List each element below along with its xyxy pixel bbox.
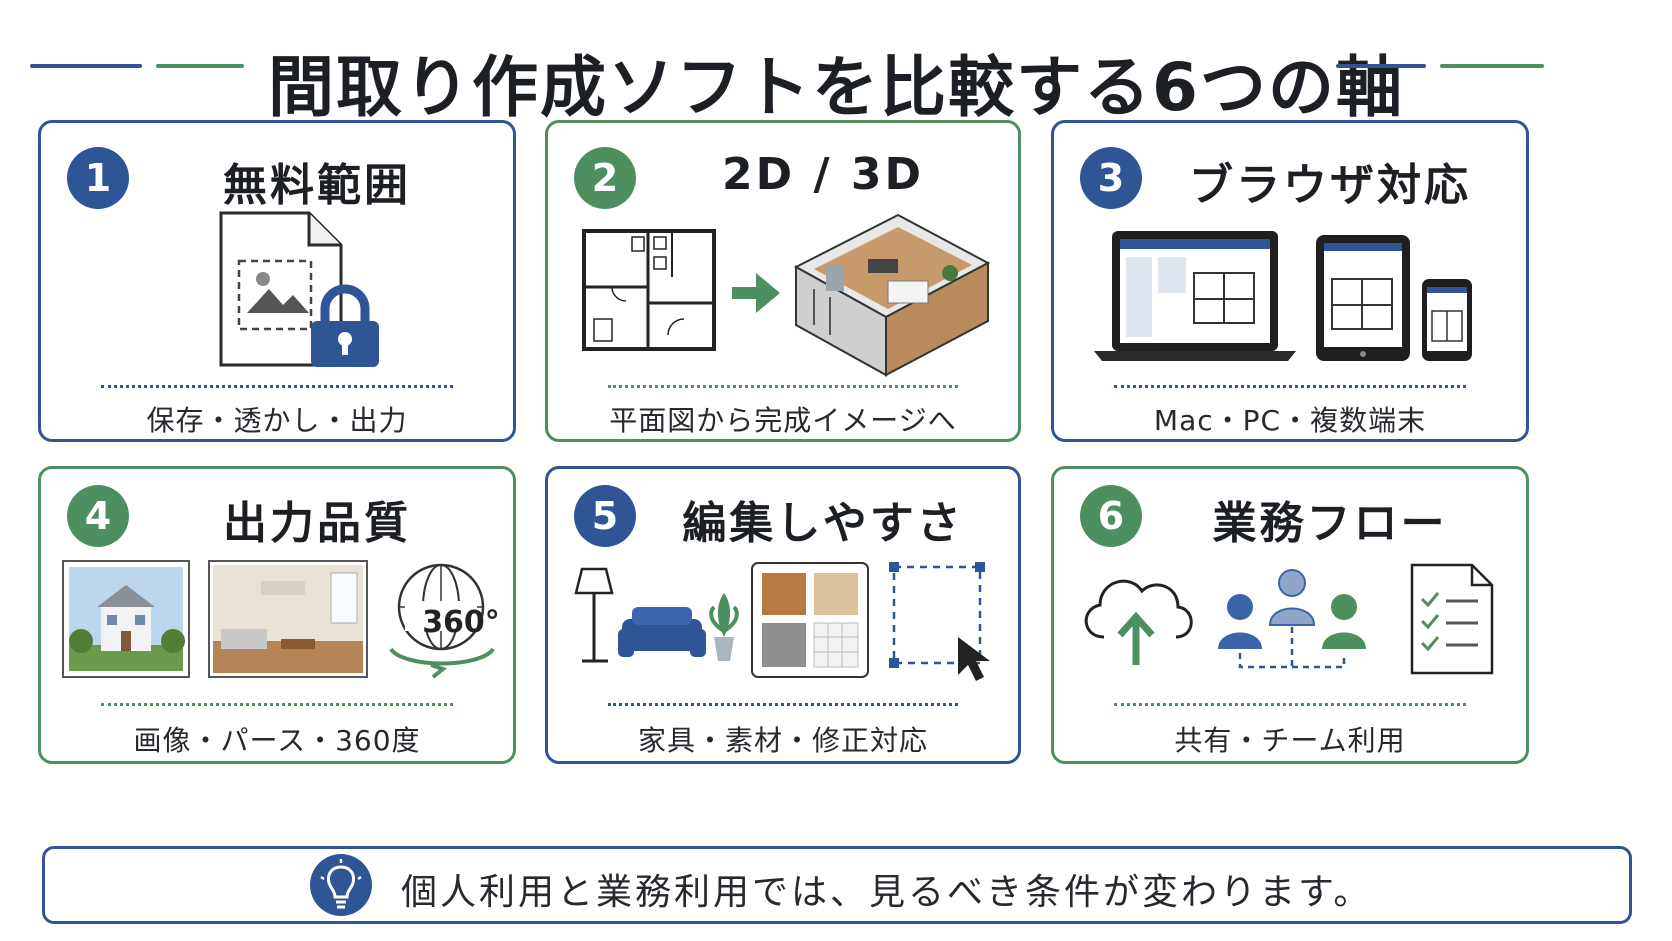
card-subtitle: 平面図から完成イメージへ xyxy=(609,404,957,437)
cloud-upload-icon xyxy=(1084,579,1193,665)
card-business-flow: 6 業務フロー 共有・チーム利用 xyxy=(1051,466,1529,764)
badge-360-label: 360° xyxy=(422,605,500,640)
footer-text: 個人利用と業務利用では、見るべき条件が変わります。 xyxy=(401,872,1373,913)
material-swatches-icon xyxy=(751,562,869,678)
interior-render-icon xyxy=(208,560,368,678)
panorama-360-icon xyxy=(389,563,495,679)
card-2d-3d: 2 2D / 3D xyxy=(545,120,1021,442)
room-3d-icon xyxy=(793,213,991,377)
lightbulb-icon xyxy=(310,854,372,916)
card-subtitle: 保存・透かし・出力 xyxy=(146,404,408,437)
house-render-icon xyxy=(62,560,190,678)
render-output-icon xyxy=(62,560,495,679)
laptop-icon xyxy=(1094,231,1296,361)
card-number-badge: 1 xyxy=(67,147,129,209)
title-line-left-blue xyxy=(30,64,142,68)
card-title: 編集しやすさ xyxy=(682,498,964,549)
card-title: 2D / 3D xyxy=(722,149,924,200)
card-free-range: 1 無料範囲 保存・透かし・出力 xyxy=(38,120,516,442)
dotted-divider xyxy=(1114,703,1466,706)
editing-tools-icon xyxy=(574,562,990,681)
card-subtitle: 画像・パース・360度 xyxy=(133,724,421,757)
page-title: 間取り作成ソフトを比較する6つの軸 xyxy=(268,49,1404,126)
team-members-icon xyxy=(1218,569,1366,669)
card-number-badge: 4 xyxy=(67,485,129,547)
floorplan-to-3d-room-icon xyxy=(582,213,991,377)
title-row: 間取り作成ソフトを比較する6つの軸 xyxy=(0,22,1672,126)
tablet-icon xyxy=(1316,235,1410,361)
card-number-badge: 3 xyxy=(1080,147,1142,209)
card-ease-of-editing: 5 編集しやすさ xyxy=(545,466,1021,764)
title-line-right-green xyxy=(1440,64,1544,68)
card-subtitle: Mac・PC・複数端末 xyxy=(1153,404,1427,437)
arrow-right-icon xyxy=(732,273,780,313)
card-number-badge: 6 xyxy=(1080,485,1142,547)
card-title: 業務フロー xyxy=(1212,498,1448,549)
multi-device-icon xyxy=(1094,231,1472,361)
dotted-divider xyxy=(101,703,453,706)
locked-image-file-icon xyxy=(219,211,379,367)
dotted-divider xyxy=(608,385,958,388)
card-browser-support: 3 ブラウザ対応 M xyxy=(1051,120,1529,442)
card-title: 出力品質 xyxy=(223,498,411,549)
dotted-divider xyxy=(1114,385,1466,388)
dotted-divider xyxy=(101,385,453,388)
checklist-document-icon xyxy=(1410,563,1494,675)
footer-note: 個人利用と業務利用では、見るべき条件が変わります。 xyxy=(42,846,1632,924)
title-line-right-blue xyxy=(1336,64,1426,68)
furniture-icon xyxy=(574,567,739,663)
dotted-divider xyxy=(608,703,958,706)
card-subtitle: 共有・チーム利用 xyxy=(1174,724,1406,757)
floorplan-icon xyxy=(582,229,716,351)
card-output-quality: 4 出力品質 xyxy=(38,466,516,764)
team-workflow-icon xyxy=(1084,563,1494,675)
card-title: ブラウザ対応 xyxy=(1189,160,1471,211)
title-line-left-green xyxy=(156,64,244,68)
card-subtitle: 家具・素材・修正対応 xyxy=(637,724,928,757)
selection-cursor-icon xyxy=(889,562,990,681)
smartphone-icon xyxy=(1422,279,1472,361)
card-title: 無料範囲 xyxy=(223,160,411,211)
card-number-badge: 2 xyxy=(574,147,636,209)
card-number-badge: 5 xyxy=(574,485,636,547)
